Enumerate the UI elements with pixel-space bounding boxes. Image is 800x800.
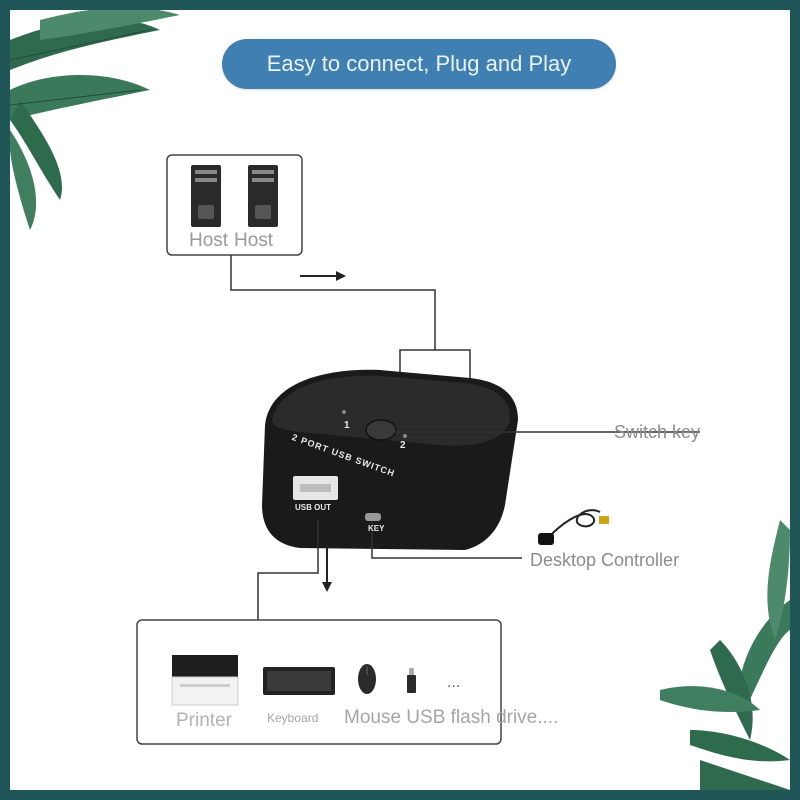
usb-switch-device [262,369,518,550]
switch-key-button[interactable] [365,419,397,441]
host-label: Host [189,230,229,251]
arrow-down-icon [322,545,332,592]
desktop-controller-callout: Desktop Controller [530,550,680,570]
printer-label: Printer [176,710,232,731]
more-devices-label: ... [447,674,461,691]
keyboard-icon [263,667,335,695]
leaf-top-left-icon [10,10,180,230]
key-label: KEY [368,524,385,533]
pc-tower-icon [191,165,221,227]
image-frame: Easy to connect, Plug and Play Host Host… [10,10,790,790]
mouse-icon [358,664,376,694]
host-label: Host [234,230,274,251]
switch-key-callout: Switch key [614,422,701,442]
connection-diagram [10,10,790,790]
usb-flash-drive-icon [407,668,416,693]
arrow-right-icon [300,271,346,281]
keyboard-label: Keyboard [267,711,319,725]
usb-out-label: USB OUT [295,503,331,512]
cable-icon [538,509,609,545]
printer-icon [171,655,239,706]
devices-rest-label: Mouse USB flash drive.... [344,707,559,728]
port-2-label: 2 [400,440,407,451]
pc-tower-icon [248,165,278,227]
banner: Easy to connect, Plug and Play [222,39,616,89]
port-1-label: 1 [344,420,351,431]
key-port [365,513,381,521]
leaf-bottom-right-icon [660,520,790,790]
